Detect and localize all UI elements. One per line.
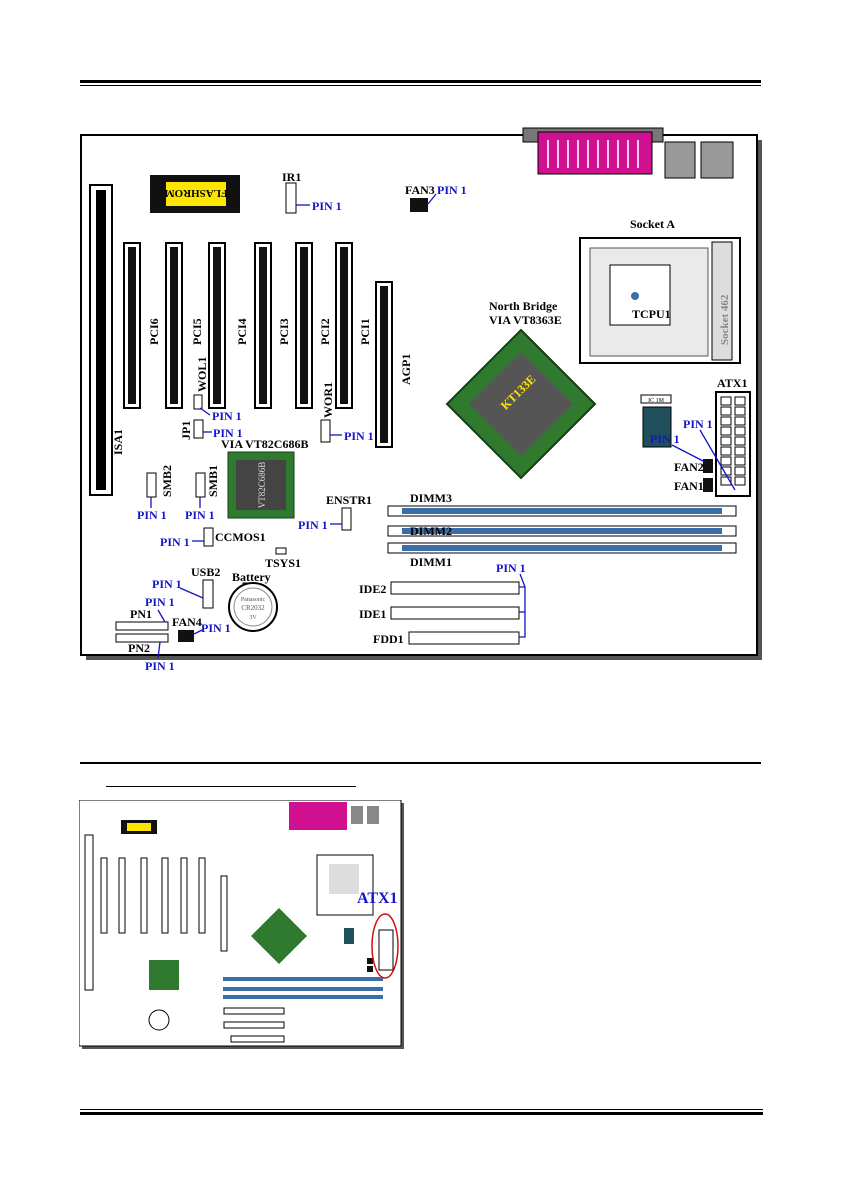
ccmos1-label: CCMOS1 [215,530,266,544]
dimm1-label: DIMM1 [410,555,452,569]
fdd1-label: FDD1 [373,632,404,646]
tcpu1-label: TCPU1 [632,307,671,321]
header-rule-thin [80,85,761,86]
pci5-label: PCI5 [190,318,204,345]
dimm3-label: DIMM3 [410,491,452,505]
fan4-pin1: PIN 1 [201,621,231,635]
parallel-port [522,127,664,175]
serial-port-2 [700,141,734,179]
jp1-pin1: PIN 1 [213,426,243,440]
usb2-pin1: PIN 1 [152,577,182,591]
atx1-highlight-circle [371,913,399,979]
fan3-label: FAN3 [405,183,435,197]
fan-pin1: PIN 1 [650,432,680,446]
isa1-label: ISA1 [111,429,125,455]
pci-slots [123,242,353,409]
pci4-label: PCI4 [235,318,249,345]
dimm2-label: DIMM2 [410,524,452,538]
north-bridge-label-1: North Bridge [489,299,558,313]
south-bridge-chip: VT82C686B [227,451,295,519]
fan3-pin1: PIN 1 [437,183,467,197]
battery-label: Battery [232,570,271,584]
socket-a-label: Socket A [630,217,675,231]
footer-rule-thick [80,1112,763,1115]
socket-a: Socket 462 [579,237,741,364]
atx1-location-thumbnail: ATX1 [79,800,404,1049]
enstr1-pin1: PIN 1 [298,518,328,532]
south-bridge-label: VIA VT82C686B [221,437,308,451]
serial-port-1 [664,141,696,179]
section-rule [80,762,761,764]
wor1-label: WOR1 [321,382,335,418]
fan1-label: FAN1 [674,479,704,493]
ir1-label: IR1 [282,170,301,184]
usb2-label: USB2 [191,565,220,579]
pn2-pin1: PIN 1 [145,659,175,673]
pci2-label: PCI2 [318,318,332,345]
battery-text-1: Panasonic [241,597,266,603]
ide-pin1: PIN 1 [496,561,526,575]
smb1-label: SMB1 [206,465,220,497]
pci6-label: PCI6 [147,318,161,345]
dimm-slots [387,505,737,554]
agp1-slot: AGP1 [375,281,413,448]
smb1-pin1: PIN 1 [185,508,215,522]
thumbnail-caption-rule [106,786,356,787]
header-rule-thick [80,80,761,83]
tsys1-label: TSYS1 [265,556,301,570]
flashrom-label: FLASHROM [164,187,228,199]
smb2-label: SMB2 [160,465,174,497]
flashrom-chip: FLASHROM [150,175,240,213]
ccmos1-pin1: PIN 1 [160,535,190,549]
south-bridge-chip-text: VT82C686B [257,462,267,509]
battery-text-2: CR2032 [241,604,265,612]
pci3-label: PCI3 [277,318,291,345]
ide2-label: IDE2 [359,582,386,596]
ir1-pin1: PIN 1 [312,199,342,213]
ic-label: IC 1M [648,398,665,404]
pn2-label: PN2 [128,641,150,655]
atx1-label: ATX1 [717,376,747,390]
footer-rule-thin [80,1109,763,1110]
battery-text-3: 3V [249,615,257,621]
wol1-label: WOL1 [195,357,209,392]
atx1-pin1: PIN 1 [683,417,713,431]
enstr1-label: ENSTR1 [326,493,372,507]
agp1-label: AGP1 [399,354,413,385]
atx1-connector [715,391,751,497]
pn1-pin1: PIN 1 [145,595,175,609]
fan2-label: FAN2 [674,460,704,474]
atx1-highlight-label: ATX1 [357,890,398,907]
fan4-label: FAN4 [172,615,202,629]
motherboard-layout-diagram: FLASHROM IR1 PIN 1 FAN3 PIN 1 ISA1 PCI6 … [80,127,762,673]
wor1-pin1: PIN 1 [344,429,374,443]
wol1-pin1: PIN 1 [212,409,242,423]
jp1-label: JP1 [179,421,193,440]
battery: Panasonic CR2032 3V [228,582,278,632]
pci1-label: PCI1 [358,318,372,345]
smb2-pin1: PIN 1 [137,508,167,522]
ide1-label: IDE1 [359,607,386,621]
pn1-label: PN1 [130,607,152,621]
socket-462-label: Socket 462 [719,294,731,345]
north-bridge-chip: KT133E [445,328,597,480]
isa1-slot: ISA1 [89,184,125,496]
north-bridge-label-2: VIA VT8363E [489,313,562,327]
